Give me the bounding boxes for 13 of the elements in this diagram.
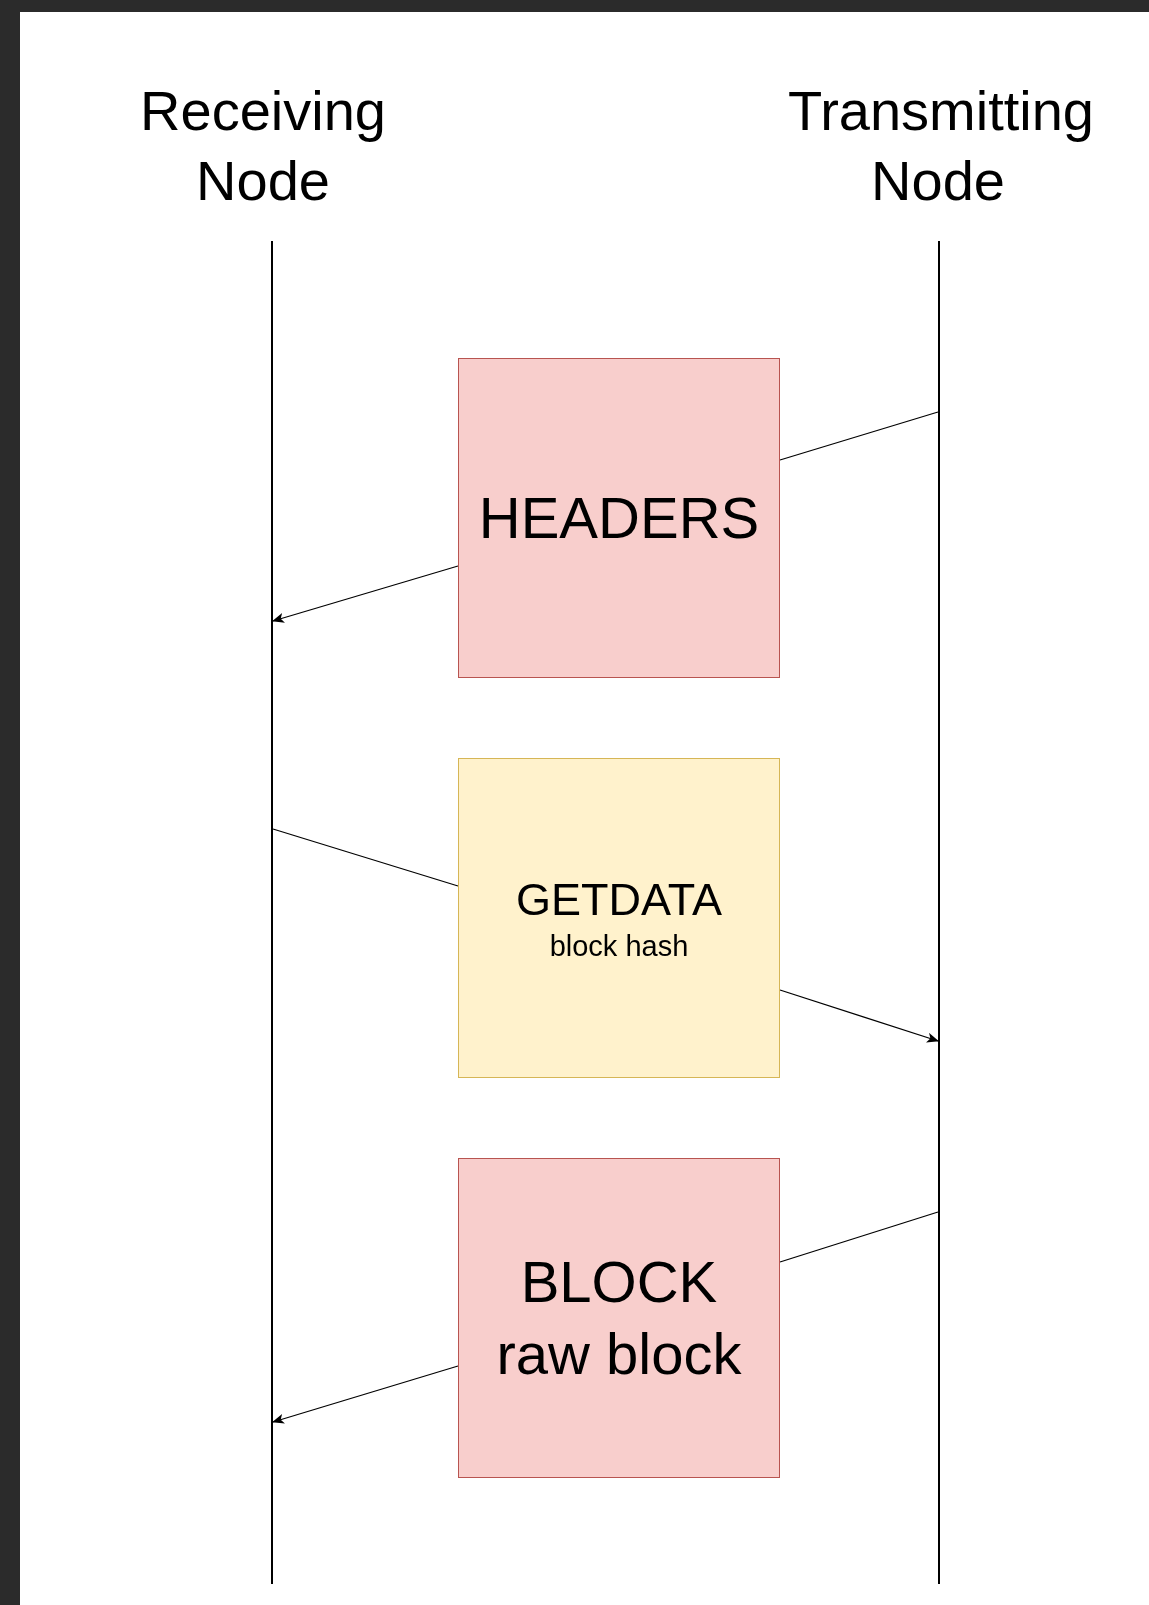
lifeline: [271, 241, 273, 1584]
arrow: [779, 989, 939, 1043]
arrow: [272, 1365, 459, 1424]
message-detail: block hash: [549, 929, 689, 964]
message-name: GETDATA: [516, 872, 722, 927]
message-box: [458, 758, 780, 1078]
lifeline-title: Receiving Node: [139, 78, 387, 214]
lifeline: [938, 241, 940, 1584]
arrow: [272, 565, 459, 623]
message-name: BLOCK raw block: [495, 1247, 743, 1388]
message-box: [458, 358, 780, 678]
message-box: [458, 1158, 780, 1478]
message-name: HEADERS: [478, 483, 760, 552]
